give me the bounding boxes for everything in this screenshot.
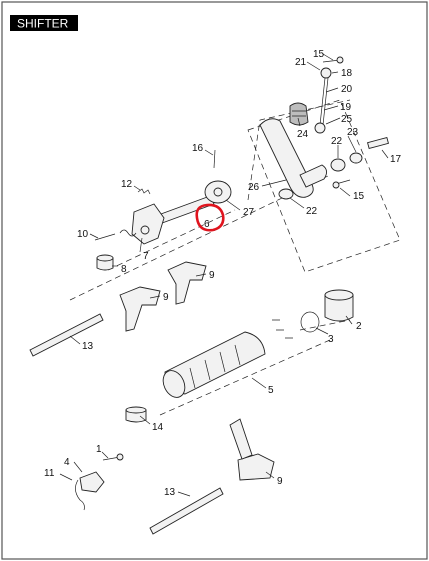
callout-22-upper: 22	[331, 136, 343, 147]
bolt-1-head	[116, 453, 124, 461]
shift-lever-26	[259, 118, 314, 198]
callout-23: 23	[347, 127, 359, 138]
callout-7: 7	[143, 251, 149, 262]
shift-fork-9-left	[119, 286, 161, 332]
rod-end-18	[320, 67, 332, 79]
fork-9-lower-arm	[229, 418, 253, 460]
bushing-22-upper	[330, 158, 346, 172]
callout-3: 3	[328, 334, 334, 345]
callout-12: 12	[121, 179, 133, 190]
callout-21: 21	[295, 57, 307, 68]
callout-24: 24	[297, 129, 309, 140]
shift-rod-20	[319, 77, 326, 126]
fork-shaft-13-upper	[29, 313, 104, 357]
header-badge	[10, 15, 78, 31]
callout-17: 17	[390, 154, 402, 165]
callout-18: 18	[341, 68, 353, 79]
callout-20: 20	[341, 84, 353, 95]
bushing-14-top	[125, 406, 147, 414]
clamp-bore	[213, 187, 223, 197]
callout-13-lower: 13	[164, 487, 176, 498]
callout-8: 8	[121, 264, 127, 275]
bolt-15-lower-head	[332, 181, 340, 189]
spring-10	[94, 229, 137, 241]
callout-6: 6	[204, 219, 210, 230]
bearing-2-top	[324, 289, 354, 301]
guide-line	[159, 339, 331, 416]
shift-fork-9-right	[167, 261, 207, 305]
shifter-peg-24	[289, 102, 309, 126]
guide-line	[107, 209, 236, 271]
rod-end-25	[314, 122, 326, 134]
drum-end	[162, 370, 186, 398]
header-title: SHIFTER	[17, 17, 69, 31]
callout-14: 14	[152, 422, 164, 433]
shift-fork-9-lower	[237, 453, 275, 481]
callout-25: 25	[341, 114, 353, 125]
lever-group-outline	[247, 99, 401, 273]
fork-shaft-13-lower	[149, 487, 224, 535]
bolt-15-head	[336, 56, 344, 64]
callout-5: 5	[268, 385, 274, 396]
callout-13-upper: 13	[82, 341, 94, 352]
drum-pins	[272, 319, 293, 339]
washer-22-lower	[278, 188, 294, 200]
pawl-4	[79, 471, 105, 493]
callout-19: 19	[340, 102, 352, 113]
shift-rod-20-edge	[322, 77, 329, 126]
spring-11	[75, 479, 85, 511]
callout-9-right: 9	[209, 270, 215, 281]
spring-12	[137, 188, 151, 195]
bushing-23	[349, 152, 363, 164]
callout-9-lower: 9	[277, 476, 283, 487]
highlight-ring-part-6	[195, 203, 225, 232]
callout-1: 1	[96, 444, 102, 455]
callout-2: 2	[356, 321, 362, 332]
pin-16	[213, 149, 216, 169]
callout-15-lower: 15	[353, 191, 365, 202]
callout-10: 10	[77, 229, 89, 240]
pivot-bolt-17	[367, 136, 389, 150]
callout-16: 16	[192, 143, 204, 154]
callout-11: 11	[44, 468, 55, 479]
lever-hub	[299, 164, 327, 188]
callout-22-lower: 22	[306, 206, 318, 217]
callout-15-top: 15	[313, 49, 325, 60]
pawl-carrier-7	[131, 203, 165, 245]
leader-lines	[59, 53, 389, 497]
callout-9-left: 9	[163, 292, 169, 303]
drum-grooves	[189, 344, 241, 389]
guide-line	[299, 319, 351, 331]
callout-26: 26	[248, 182, 260, 193]
carrier-hub	[140, 225, 150, 235]
callout-4: 4	[64, 457, 70, 468]
bushing-8-top	[96, 254, 114, 262]
peg-ridges	[292, 110, 306, 117]
ring-3	[300, 311, 320, 333]
callout-27: 27	[243, 207, 255, 218]
